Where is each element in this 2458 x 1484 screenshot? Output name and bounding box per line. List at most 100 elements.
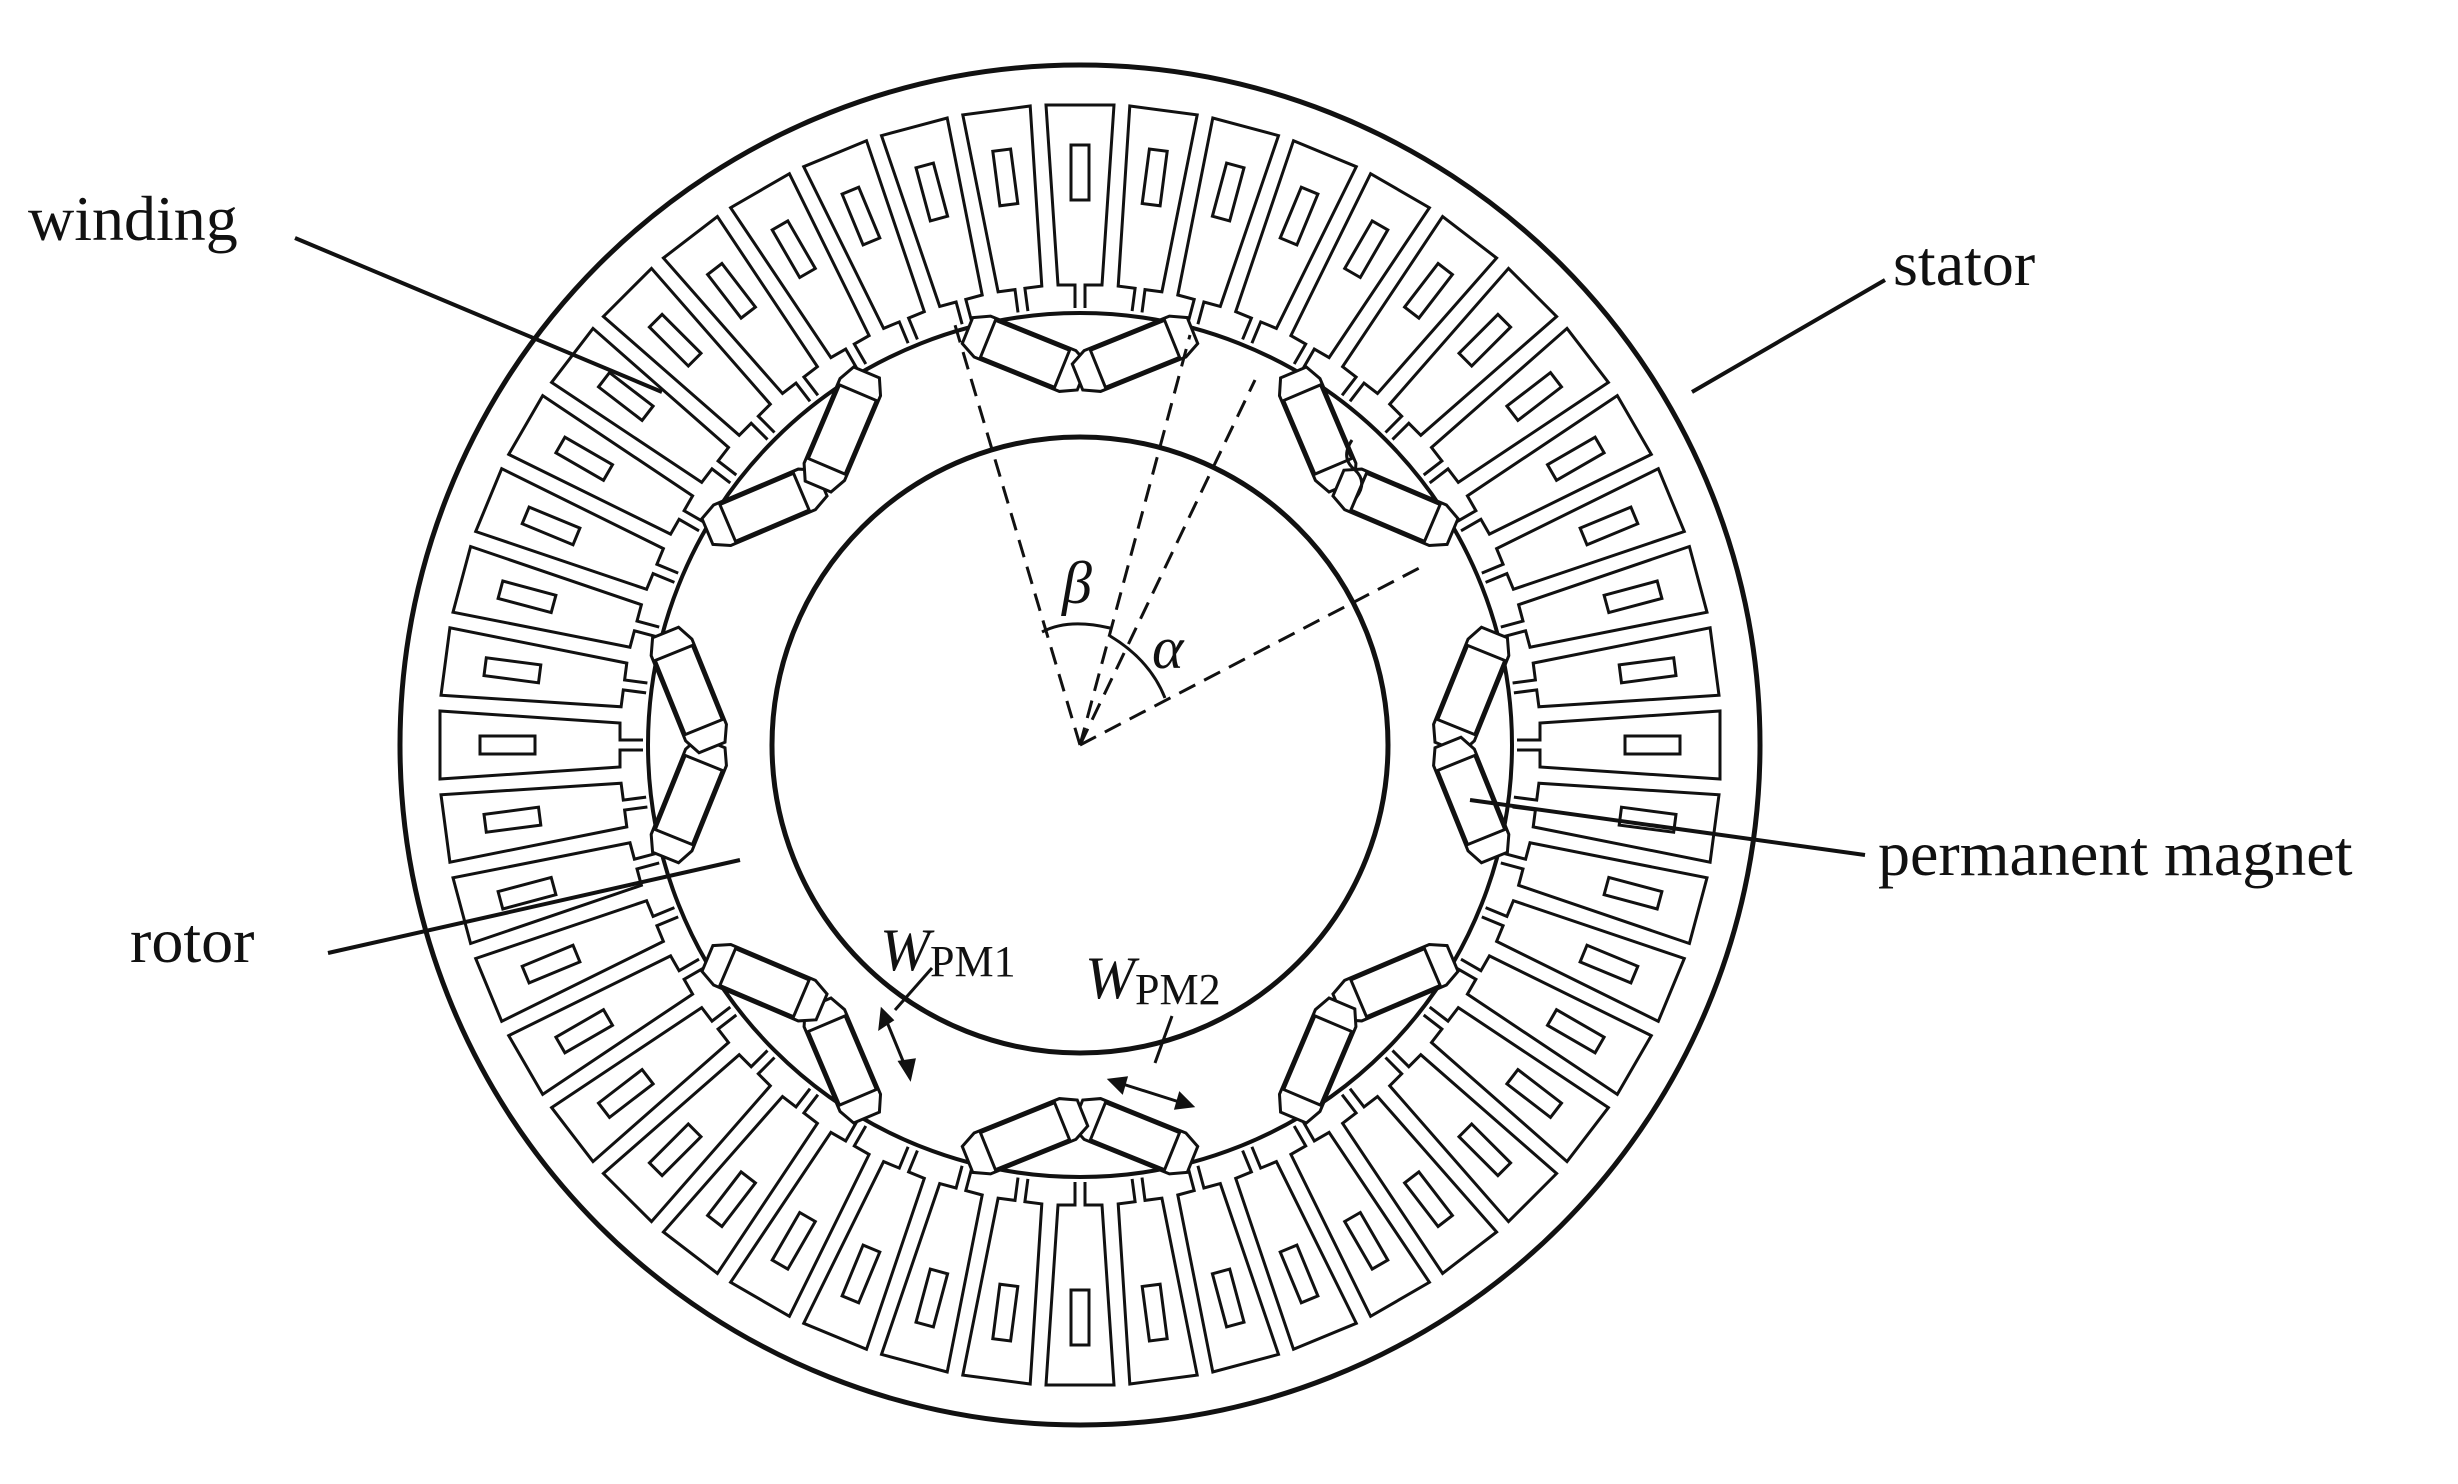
stator-slot	[661, 214, 820, 403]
slot-outline	[1176, 1165, 1281, 1374]
winding-coil	[1342, 1210, 1390, 1272]
winding-coil	[596, 1067, 656, 1120]
permanent-magnet-block	[802, 996, 883, 1125]
winding-coil	[1602, 875, 1664, 911]
stator-slot	[451, 841, 660, 946]
stator-slot	[1116, 1177, 1199, 1386]
stator-slot	[879, 116, 984, 325]
winding-coil	[553, 435, 615, 483]
permanent-magnet-block	[960, 314, 1090, 393]
beta-symbol: β	[1061, 550, 1092, 616]
stator-slot	[1512, 781, 1721, 864]
wpm2-arrowhead-right	[1173, 1091, 1196, 1110]
stator-outer-boundary	[397, 62, 1763, 1428]
rotor-magnets	[649, 314, 1511, 1176]
magnet	[1088, 1100, 1182, 1172]
magnet	[978, 318, 1072, 390]
wpm1-arrowhead-top	[878, 1006, 895, 1032]
magnet	[1348, 946, 1443, 1019]
winding-coil	[1578, 943, 1640, 985]
winding-coil	[840, 1243, 882, 1305]
stator-label: stator	[1893, 228, 2035, 299]
magnet	[717, 471, 812, 544]
rotor-inner-boundary	[769, 434, 1391, 1056]
slot-outline	[601, 266, 776, 441]
stator-leader	[1690, 278, 1887, 394]
stator-slot	[728, 1120, 872, 1319]
slot-outline	[961, 104, 1044, 313]
diagram-labels: winding stator rotor permanent magnet β …	[28, 183, 2353, 1014]
wpm2-arrowhead-left	[1106, 1076, 1129, 1095]
winding-coil	[1278, 1243, 1320, 1305]
winding-coil	[1456, 1121, 1513, 1178]
winding-coil	[478, 734, 537, 756]
slot-outline	[1481, 898, 1687, 1024]
stator-slot	[1044, 1182, 1116, 1387]
wpm1-symbol-subscript: PM1	[930, 937, 1016, 986]
winding-coil	[1623, 734, 1682, 756]
slot-outline	[451, 841, 660, 946]
stator-slot	[1116, 104, 1199, 313]
stator-slot	[1500, 841, 1709, 946]
winding-coil	[1210, 161, 1246, 223]
stator-slot	[473, 466, 679, 592]
stator-slot	[601, 1049, 776, 1224]
winding-coil	[991, 1282, 1020, 1343]
slot-outline	[439, 626, 648, 709]
stator-slot	[438, 709, 643, 781]
stator-slot	[879, 1165, 984, 1374]
slot-outline	[879, 1165, 984, 1374]
winding-coil	[840, 185, 882, 247]
slot-outline	[1233, 138, 1359, 344]
slot-outline	[1340, 1087, 1499, 1276]
slot-outline	[506, 393, 705, 537]
slot-outline	[1422, 1005, 1611, 1164]
winding-coil	[1069, 143, 1091, 202]
stator-slot	[961, 1177, 1044, 1386]
magnet-width-dimensions	[878, 967, 1196, 1110]
slot-outline	[1500, 544, 1709, 649]
stator-slot	[1422, 326, 1611, 485]
wpm1-symbol: WPM1	[880, 917, 1016, 986]
wpm2-symbol-subscript: PM2	[1135, 965, 1221, 1014]
slot-outline	[801, 1146, 927, 1352]
stator-slot	[506, 953, 705, 1097]
slot-outline	[549, 1005, 738, 1164]
stator-slot	[1233, 138, 1359, 344]
permanent-magnet-block	[700, 942, 829, 1023]
magnet	[653, 643, 725, 737]
beta-line-left	[953, 324, 1082, 746]
machine-core	[397, 62, 1763, 1428]
permanent-magnet-block	[649, 735, 728, 865]
slot-outline	[1512, 626, 1721, 709]
permanent-magnet-leader	[1469, 798, 1866, 857]
slot-outline	[1422, 326, 1611, 485]
wpm2-symbol-main: W	[1085, 945, 1140, 1011]
slot-outline	[601, 1049, 776, 1224]
stator-slot	[1481, 898, 1687, 1024]
permanent-magnet-block	[1277, 365, 1358, 494]
slot-outline	[728, 1120, 872, 1319]
slot-outline	[1384, 1049, 1559, 1224]
slot-outline	[439, 781, 648, 864]
slot-outline	[1233, 1146, 1359, 1352]
slot-outline	[1288, 171, 1432, 370]
stator-slot	[1176, 1165, 1281, 1374]
magnet	[1281, 1013, 1354, 1108]
slot-outline	[801, 138, 927, 344]
slot-outline	[1288, 1120, 1432, 1319]
stator-slot	[801, 138, 927, 344]
stator-slot	[451, 544, 660, 649]
s-mark	[1345, 439, 1364, 499]
winding-coil	[705, 261, 758, 321]
slot-outline	[1455, 393, 1654, 537]
slot-outline	[1384, 266, 1559, 441]
stator-slot	[1512, 626, 1721, 709]
stator-slot	[801, 1146, 927, 1352]
magnet	[806, 382, 879, 477]
slot-outline	[1481, 466, 1687, 592]
stator-slot	[601, 266, 776, 441]
stator-slot	[661, 1087, 820, 1276]
slot-outline	[879, 116, 984, 325]
winding-coil	[1140, 147, 1169, 208]
